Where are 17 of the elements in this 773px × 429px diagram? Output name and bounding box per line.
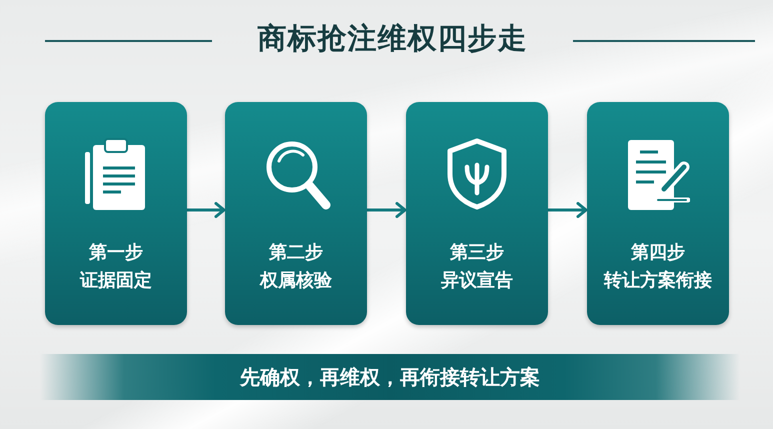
step-card [406,102,548,325]
step-card [587,102,729,325]
summary-banner: 先确权，再维权，再衔接转让方案 [40,354,740,400]
step-title: 转让方案衔接 [604,269,712,293]
arrow [367,202,406,218]
title: 商标抢注维权四步走 [258,20,528,57]
step-number: 第四步 [631,241,685,265]
step-card [45,102,187,325]
step-card [225,102,367,325]
step-title: 权属核验 [260,269,332,293]
step-title: 证据固定 [80,269,152,293]
step-number: 第一步 [89,241,143,265]
arrow [187,202,226,218]
step-number: 第二步 [269,241,323,265]
step-title: 异议宣告 [441,269,513,293]
step-number: 第三步 [450,241,504,265]
arrow [548,202,588,218]
